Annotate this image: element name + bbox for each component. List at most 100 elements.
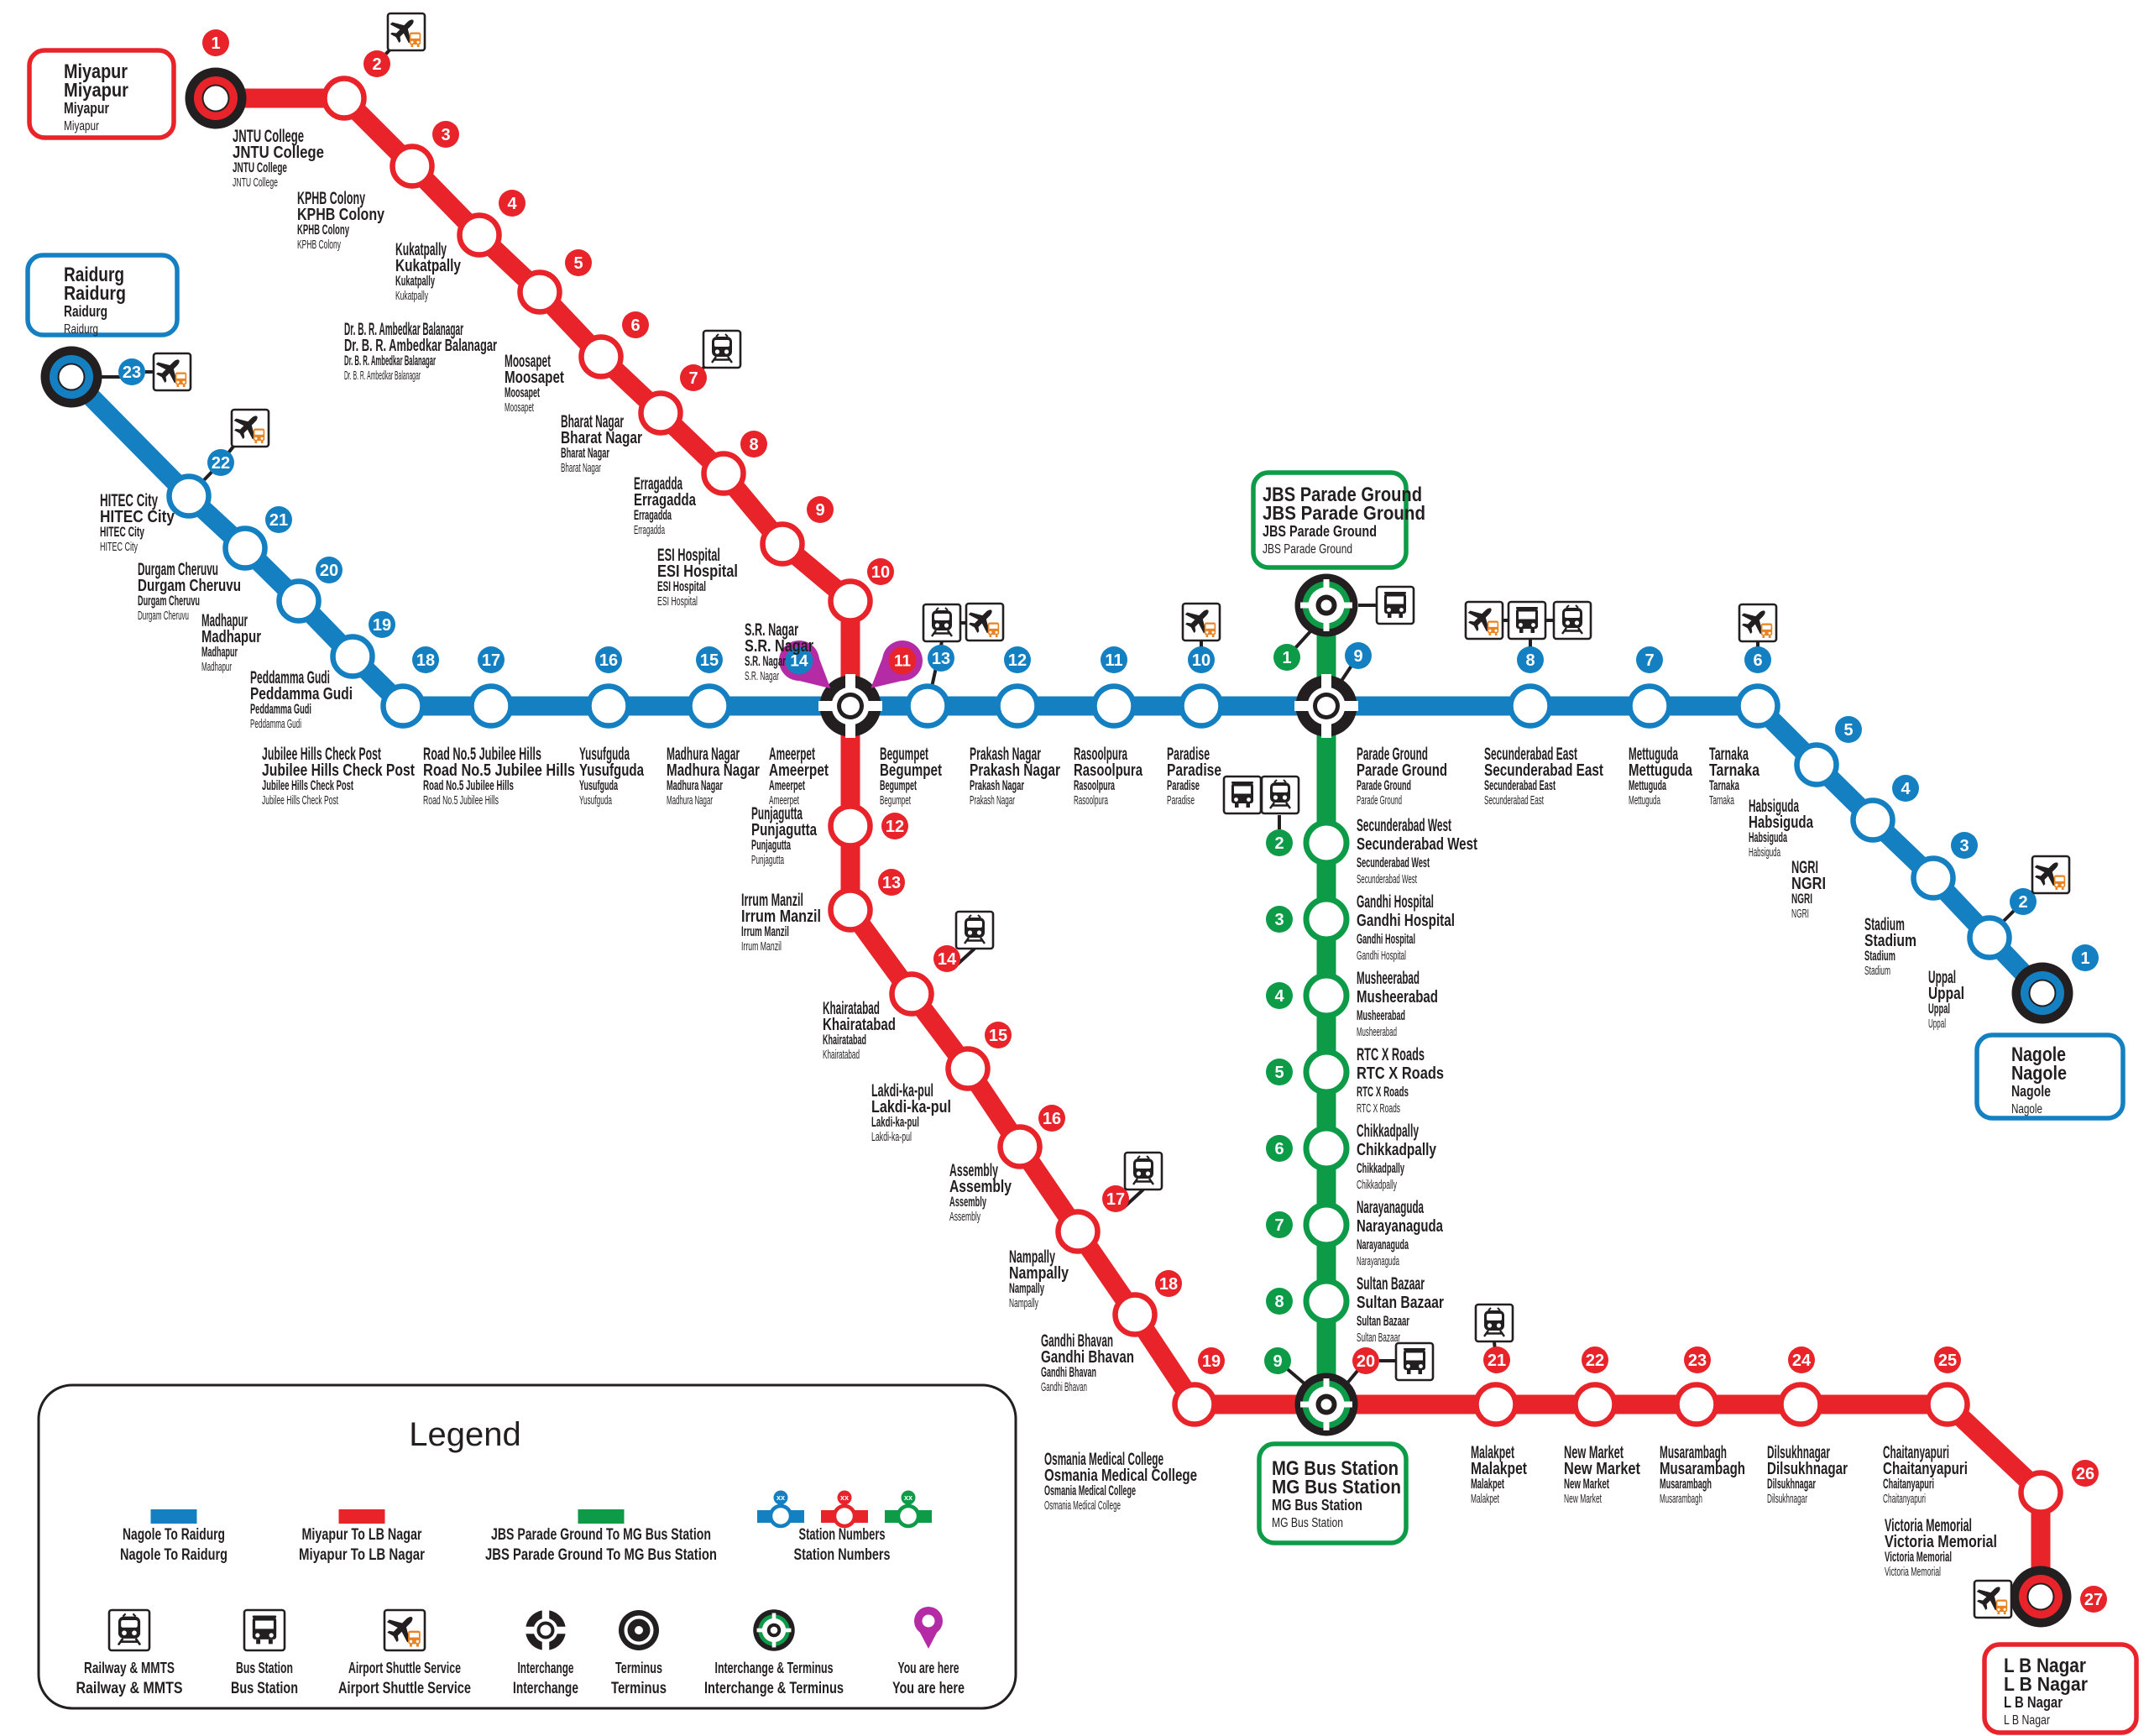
svg-text:HITEC City: HITEC City [100, 507, 175, 526]
svg-text:Osmania Medical College: Osmania Medical College [1044, 1466, 1197, 1485]
svg-text:Miyapur: Miyapur [64, 99, 109, 117]
svg-text:Prakash Nagar: Prakash Nagar [970, 761, 1060, 780]
svg-text:JBS Parade Ground To MG Bus St: JBS Parade Ground To MG Bus Station [491, 1526, 711, 1544]
svg-text:Durgam Cheruvu: Durgam Cheruvu [138, 560, 218, 579]
svg-text:Dilsukhnagar: Dilsukhnagar [1767, 1476, 1816, 1492]
svg-text:Road No.5 Jubilee Hills: Road No.5 Jubilee Hills [423, 794, 499, 808]
svg-text:4: 4 [1274, 987, 1284, 1006]
svg-text:17: 17 [1106, 1190, 1125, 1209]
svg-text:xx: xx [776, 1493, 785, 1502]
svg-text:Dilsukhnagar: Dilsukhnagar [1767, 1443, 1830, 1462]
svg-text:Raidurg: Raidurg [64, 282, 126, 304]
svg-text:Nagole To Raidurg: Nagole To Raidurg [123, 1526, 225, 1544]
svg-text:Raidurg: Raidurg [64, 302, 107, 320]
svg-text:Bharat Nagar: Bharat Nagar [561, 462, 601, 475]
svg-text:Nampally: Nampally [1009, 1280, 1044, 1296]
svg-text:Bharat Nagar: Bharat Nagar [561, 412, 624, 431]
svg-text:Interchange & Terminus: Interchange & Terminus [704, 1680, 844, 1697]
svg-text:Tarnaka: Tarnaka [1709, 777, 1739, 793]
svg-text:8: 8 [749, 436, 758, 454]
svg-text:Lakdi-ka-pul: Lakdi-ka-pul [871, 1081, 933, 1101]
svg-text:Madhura Nagar: Madhura Nagar [667, 794, 713, 808]
svg-text:18: 18 [1159, 1275, 1178, 1294]
svg-text:13: 13 [932, 650, 950, 668]
svg-text:Uppal: Uppal [1928, 1017, 1946, 1031]
svg-text:26: 26 [2076, 1465, 2094, 1483]
svg-text:7: 7 [1274, 1216, 1284, 1235]
svg-text:Habsiguda: Habsiguda [1749, 813, 1813, 832]
svg-text:S.R. Nagar: S.R. Nagar [745, 620, 798, 640]
svg-text:Durgam Cheruvu: Durgam Cheruvu [138, 576, 241, 595]
svg-text:Stadium: Stadium [1864, 965, 1890, 978]
svg-text:Mettuguda: Mettuguda [1629, 794, 1661, 808]
svg-text:Terminus: Terminus [615, 1660, 662, 1676]
svg-text:New Market: New Market [1564, 1493, 1602, 1506]
svg-text:L B Nagar: L B Nagar [2004, 1713, 2050, 1728]
svg-text:Lakdi-ka-pul: Lakdi-ka-pul [871, 1097, 951, 1116]
svg-text:Gandhi Hospital: Gandhi Hospital [1357, 892, 1434, 912]
svg-text:Rasoolpura: Rasoolpura [1074, 761, 1142, 780]
svg-text:RTC X Roads: RTC X Roads [1357, 1102, 1400, 1116]
svg-text:JNTU College: JNTU College [233, 159, 287, 175]
svg-text:Secunderabad West: Secunderabad West [1357, 816, 1451, 835]
svg-text:Moosapet: Moosapet [505, 384, 540, 400]
svg-text:JNTU College: JNTU College [233, 176, 278, 190]
svg-text:Secunderabad East: Secunderabad East [1484, 777, 1556, 793]
svg-text:Paradise: Paradise [1167, 794, 1195, 808]
svg-text:11: 11 [894, 653, 912, 671]
svg-text:Railway & MMTS: Railway & MMTS [76, 1680, 183, 1697]
svg-text:Musarambagh: Musarambagh [1660, 1459, 1745, 1478]
svg-text:JNTU College: JNTU College [233, 127, 304, 146]
svg-text:Erragadda: Erragadda [634, 490, 696, 510]
svg-text:Punjagutta: Punjagutta [751, 820, 817, 839]
svg-text:Kukatpally: Kukatpally [395, 290, 428, 303]
svg-text:22: 22 [1586, 1352, 1604, 1370]
svg-text:Ameerpet: Ameerpet [769, 745, 815, 764]
svg-text:1: 1 [211, 34, 220, 53]
svg-text:Jubilee Hills Check Post: Jubilee Hills Check Post [262, 761, 415, 780]
svg-text:ESI Hospital: ESI Hospital [657, 562, 738, 581]
svg-text:6: 6 [1274, 1140, 1284, 1158]
svg-text:Erragadda: Erragadda [634, 507, 672, 523]
svg-text:Gandhi Bhavan: Gandhi Bhavan [1041, 1347, 1134, 1367]
svg-text:Legend: Legend [409, 1416, 520, 1453]
svg-text:Begumpet: Begumpet [880, 794, 911, 808]
svg-text:12: 12 [1008, 651, 1027, 670]
svg-text:Gandhi Hospital: Gandhi Hospital [1357, 931, 1415, 947]
svg-text:Yusufguda: Yusufguda [579, 794, 613, 808]
svg-text:Secunderabad West: Secunderabad West [1357, 855, 1430, 871]
svg-text:16: 16 [1043, 1110, 1061, 1128]
svg-text:Dilsukhnagar: Dilsukhnagar [1767, 1459, 1848, 1478]
svg-text:15: 15 [700, 651, 719, 670]
svg-text:Secunderabad East: Secunderabad East [1484, 745, 1577, 764]
svg-text:Assembly: Assembly [949, 1210, 980, 1224]
svg-text:8: 8 [1525, 651, 1535, 670]
svg-text:Nampally: Nampally [1009, 1263, 1069, 1283]
svg-text:10: 10 [1192, 651, 1210, 670]
svg-text:Peddamma Gudi: Peddamma Gudi [250, 718, 301, 731]
svg-text:Gandhi Bhavan: Gandhi Bhavan [1041, 1364, 1096, 1380]
svg-text:21: 21 [1488, 1352, 1506, 1370]
svg-text:MG Bus Station: MG Bus Station [1272, 1516, 1343, 1530]
svg-text:Narayanaguda: Narayanaguda [1357, 1237, 1409, 1252]
svg-text:3: 3 [1274, 911, 1284, 929]
svg-text:Secunderabad East: Secunderabad East [1484, 761, 1603, 780]
svg-text:KPHB Colony: KPHB Colony [297, 222, 349, 238]
svg-text:Peddamma Gudi: Peddamma Gudi [250, 684, 353, 703]
svg-text:9: 9 [815, 501, 824, 520]
svg-text:Railway & MMTS: Railway & MMTS [84, 1660, 175, 1676]
svg-text:Bharat Nagar: Bharat Nagar [561, 445, 609, 461]
svg-text:Airport Shuttle Service: Airport Shuttle Service [338, 1680, 471, 1697]
svg-text:Khairatabad: Khairatabad [823, 1048, 860, 1062]
svg-text:1: 1 [1282, 649, 1291, 667]
svg-text:Yusufguda: Yusufguda [579, 777, 618, 793]
svg-text:Osmania Medical College: Osmania Medical College [1044, 1482, 1136, 1498]
svg-text:16: 16 [599, 651, 618, 670]
svg-text:Secunderabad East: Secunderabad East [1484, 794, 1544, 808]
svg-text:NGRI: NGRI [1791, 874, 1826, 893]
svg-text:New Market: New Market [1564, 1476, 1609, 1492]
svg-text:Moosapet: Moosapet [505, 352, 551, 371]
svg-text:13: 13 [882, 874, 901, 892]
svg-text:Habsiguda: Habsiguda [1749, 797, 1799, 816]
svg-text:Khairatabad: Khairatabad [823, 1032, 866, 1048]
